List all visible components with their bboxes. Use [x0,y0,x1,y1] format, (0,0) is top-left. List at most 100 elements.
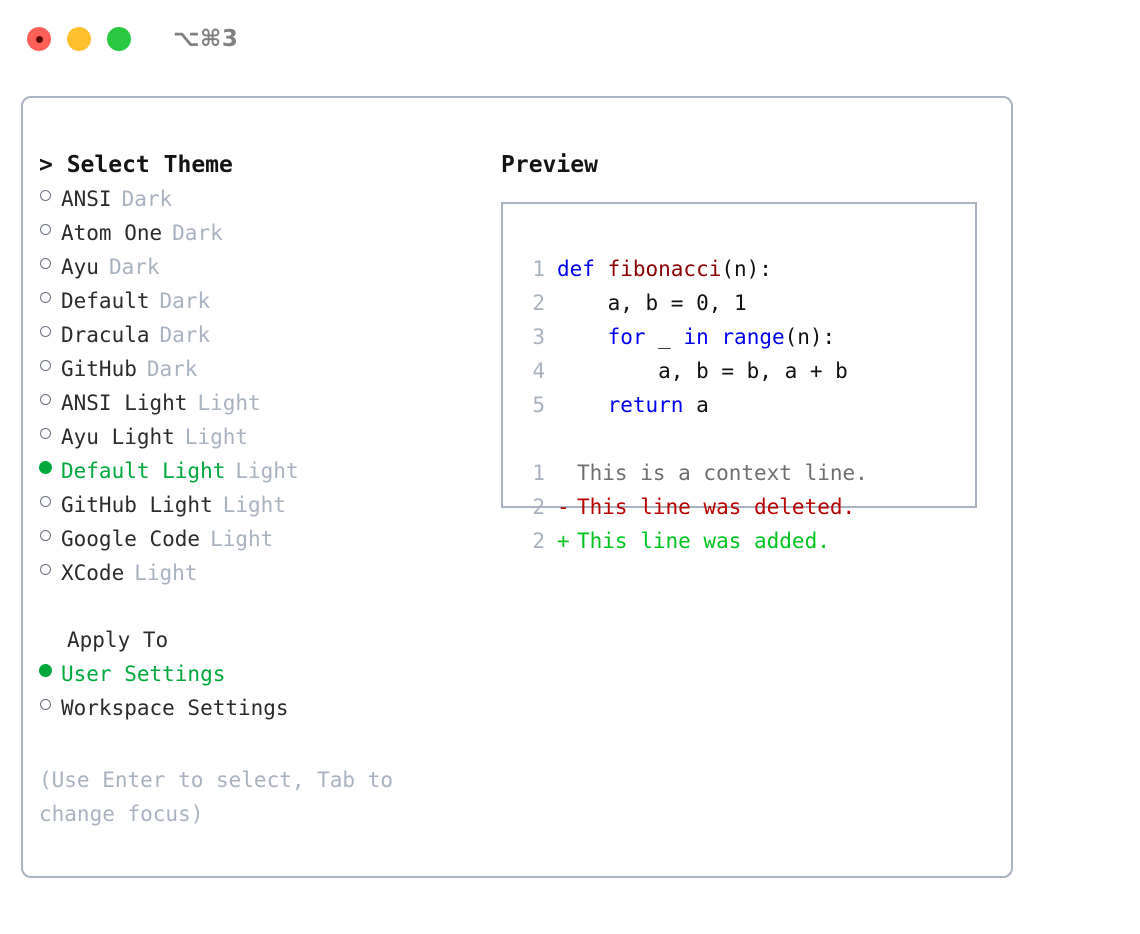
maximize-button[interactable] [107,27,131,51]
theme-name-label: Atom One [61,221,163,245]
theme-list-item[interactable]: Atom One Dark [39,216,469,250]
theme-kind-label: Dark [108,255,160,279]
code-text: for _ in range(n): [557,320,836,354]
preview-header: Preview [501,152,598,178]
theme-name-label: GitHub Light [61,493,213,517]
code-token: a, b = 0, 1 [557,291,747,315]
theme-kind-label: Light [184,425,249,449]
line-number: 4 [532,359,545,383]
apply-to-option[interactable]: Workspace Settings [39,691,469,725]
minimize-button[interactable] [67,27,91,51]
code-token: def [557,257,608,281]
code-text: return a [557,388,709,422]
theme-list-item[interactable]: ANSI Light Light [39,386,469,420]
code-token [557,393,608,417]
code-token: a [683,393,709,417]
diff-marker: + [557,529,570,553]
theme-name-label: ANSI [61,187,112,211]
theme-list-item[interactable]: Ayu Light Light [39,420,469,454]
select-theme-header: > Select Theme [39,152,233,178]
code-text: a, b = 0, 1 [557,286,747,320]
code-text: def fibonacci(n): [557,252,772,286]
theme-name-label: Dracula [61,323,150,347]
line-number: 3 [532,325,545,349]
code-text: a, b = b, a + b [557,354,848,388]
theme-name-label: Ayu [61,255,99,279]
diff-text: This line was deleted. [577,495,856,519]
diff-marker: - [557,495,570,519]
diff-text: This line was added. [577,529,830,553]
diff-marker [557,456,577,490]
apply-to-option-label: User Settings [61,662,226,686]
theme-kind-label: Dark [159,289,211,313]
line-number: 1 [532,461,545,485]
theme-name-label: Google Code [61,527,201,551]
line-number: 2 [532,529,545,553]
diff-sample: 1 This is a context line.2-This line was… [519,456,967,558]
theme-list-item[interactable]: XCode Light [39,556,469,590]
code-line: 4 a, b = b, a + b [519,354,967,388]
theme-name-label: GitHub [61,357,137,381]
code-token [557,325,608,349]
theme-list-item[interactable]: GitHub Dark [39,352,469,386]
window-controls [27,27,131,51]
close-button[interactable] [27,27,51,51]
theme-list-item[interactable]: Google Code Light [39,522,469,556]
keyboard-shortcut-label: ⌥⌘3 [173,26,239,52]
code-token: (n): [784,325,836,349]
diff-line: 1 This is a context line. [519,456,967,490]
apply-to-option-label: Workspace Settings [61,696,289,720]
theme-kind-label: Light [222,493,286,517]
line-number: 2 [532,495,545,519]
line-number: 2 [532,291,545,315]
diff-line: 2-This line was deleted. [519,490,967,524]
theme-kind-label: Dark [172,221,223,245]
keyboard-hint-text: (Use Enter to select, Tab to change focu… [39,768,394,826]
diff-text: This is a context line. [577,461,868,485]
theme-name-label: ANSI Light [61,391,188,415]
line-number: 5 [532,393,545,417]
code-token: (n): [721,257,772,281]
theme-name-label: Default Light [61,459,226,483]
code-line: 3 for _ in range(n): [519,320,967,354]
theme-name-label: XCode [61,561,125,585]
theme-list-item[interactable]: Default Light Light [39,454,469,488]
code-token: in [683,325,709,349]
code-token: a, b = b, a + b [557,359,848,383]
theme-kind-label: Light [134,561,198,585]
code-token [709,325,722,349]
theme-list-item[interactable]: Ayu Dark [39,250,469,284]
theme-kind-label: Dark [159,323,211,347]
theme-kind-label: Light [197,391,261,415]
code-token: fibonacci [607,257,722,281]
code-line: 1 def fibonacci(n): [519,252,967,286]
theme-list-item[interactable]: Default Dark [39,284,469,318]
theme-name-label: Default [61,289,150,313]
theme-list-item[interactable]: Dracula Dark [39,318,469,352]
code-token: for [607,325,646,349]
theme-kind-label: Light [210,527,274,551]
title-bar: ⌥⌘3 [0,0,1140,78]
line-number: 1 [532,257,545,281]
code-token: return [607,393,684,417]
code-token: _ [645,325,684,349]
code-token: range [721,325,785,349]
theme-list-item[interactable]: GitHub Light Light [39,488,469,522]
theme-kind-label: Dark [146,357,198,381]
theme-name-label: Ayu Light [61,425,175,449]
apply-to-option[interactable]: User Settings [39,657,469,691]
apply-to-header: Apply To [67,628,169,652]
diff-line: 2 + This line was added. [519,524,967,558]
code-line: 2 a, b = 0, 1 [519,286,967,320]
theme-kind-label: Light [235,459,299,483]
